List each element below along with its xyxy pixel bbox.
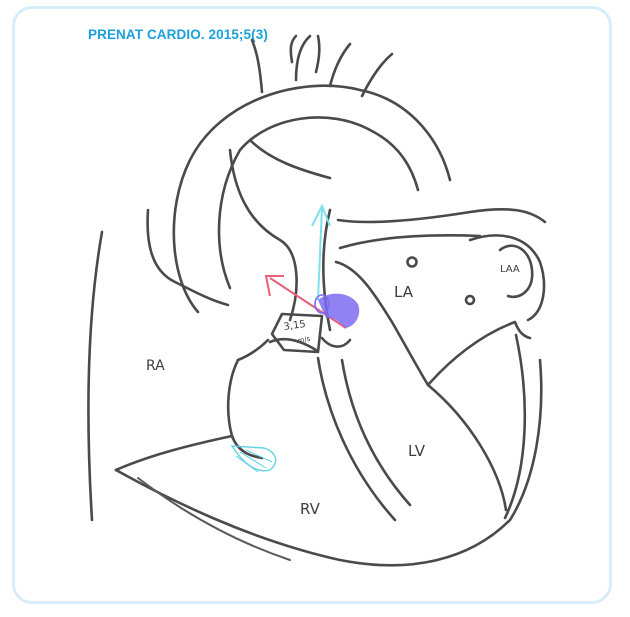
interventricular-septum-left [318,358,395,520]
heart-outline-left [88,232,102,520]
pulmonary-vein-ostium-2 [466,296,474,304]
pulmonary-branch [338,209,545,222]
tricuspid-annulus [238,340,268,360]
pulmonary-vein-ostium-1 [408,258,417,267]
label-left-atrium: LA [394,283,414,301]
left-ventricle-lateral-wall [428,385,506,510]
aortic-arch-inner [219,117,418,288]
cyan-flow-arrow [318,208,322,300]
ductus-line [250,140,330,178]
right-ventricle-inflow [228,360,262,458]
left-ventricle-outer-wall [505,335,525,518]
brachiocephalic-vessel [252,36,310,92]
label-left-ventricle: LV [408,442,426,460]
subclavian-vessel [330,44,392,96]
left-pulmonary-vein [340,235,480,248]
velocity-value: 3,15 [283,319,307,333]
hatch-lines [236,450,272,472]
velocity-unit: m/s [297,335,311,345]
heart-outline-bottom [116,360,541,565]
ascending-aorta-left [230,150,297,320]
interventricular-septum-right [342,360,410,505]
label-right-ventricle: RV [300,500,321,518]
mitral-leaflet [322,338,350,347]
left-atrium-floor [428,322,530,385]
label-right-atrium: RA [146,358,165,374]
label-left-atrial-appendage: LAA [500,264,520,275]
aortic-arch-outer [174,86,450,312]
heart-outline-right-atrium-top [148,210,228,305]
right-ventricle-lower-wall [116,436,232,470]
